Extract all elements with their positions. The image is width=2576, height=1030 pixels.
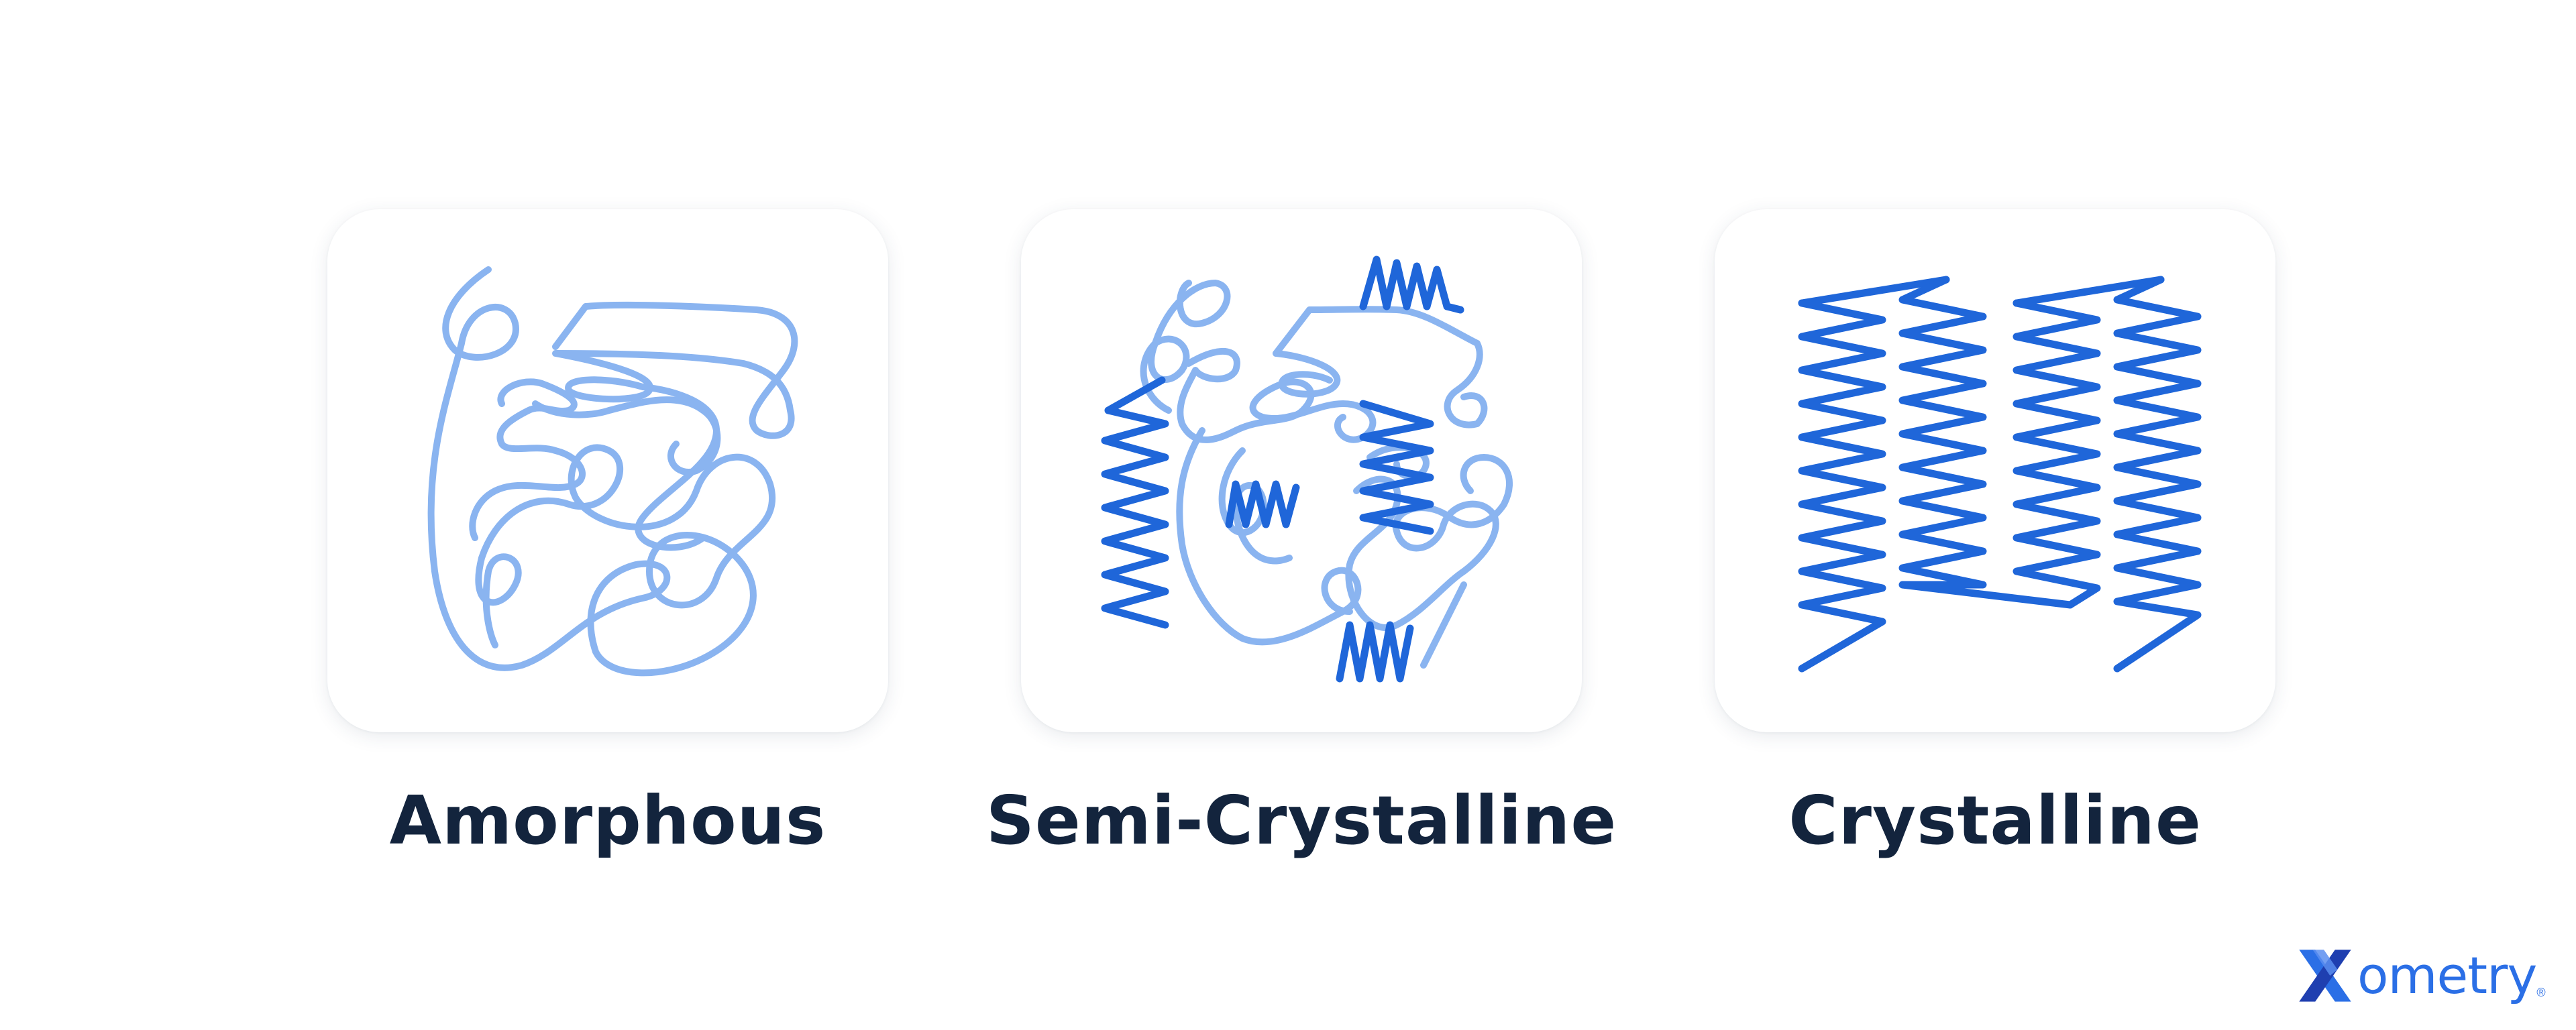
logo-wordmark: ometry <box>2357 946 2537 1005</box>
xometry-logo-mark <box>2299 950 2351 1002</box>
xometry-logo: ometry ® <box>2294 942 2546 1009</box>
semi-crystalline-label: Semi-Crystalline <box>985 781 1617 860</box>
amorphous-card <box>327 209 888 732</box>
crystalline-card <box>1715 209 2275 732</box>
amorphous-label: Amorphous <box>389 781 826 860</box>
logo-trademark: ® <box>2536 986 2546 999</box>
crystalline-label: Crystalline <box>1788 781 2202 860</box>
crystalline-polymer-chain-icon <box>1798 276 2202 673</box>
semi-crystalline-polymer-chain-icon <box>1101 255 1513 683</box>
semi-crystalline-card <box>1021 209 1582 732</box>
amorphous-polymer-chain-icon <box>427 266 798 677</box>
